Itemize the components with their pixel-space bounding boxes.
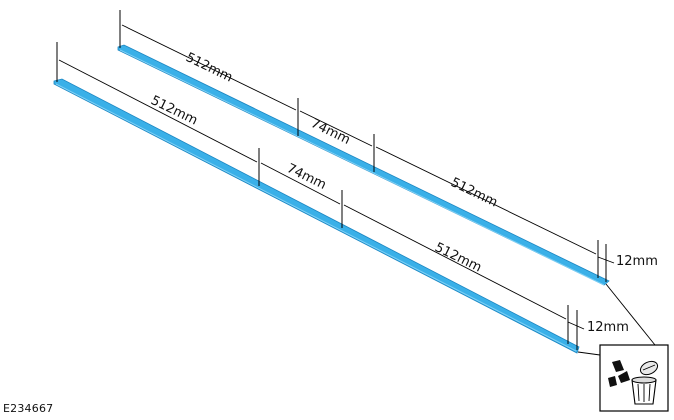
dim-line-lower-1	[58, 59, 258, 163]
dim-line-upper-1	[121, 24, 297, 111]
leader-upper	[605, 283, 656, 346]
discard-box	[599, 344, 669, 412]
dim-lower-3: 512mm	[432, 240, 484, 275]
dim-line-upper-3	[375, 146, 597, 255]
figure-id: E234667	[3, 402, 54, 415]
strip-upper-body	[117, 44, 610, 286]
dim-line-upper-2	[299, 110, 373, 147]
strip-lower: 512mm 74mm 512mm 12mm	[53, 42, 629, 354]
dim-upper-3: 512mm	[448, 175, 500, 210]
dim-line-lower-3	[343, 204, 567, 320]
leader-lower	[577, 351, 601, 356]
strip-lower-body	[53, 78, 580, 354]
dim-lower-4: 12mm	[587, 320, 629, 335]
dim-line-lower-4	[567, 321, 585, 330]
dim-lower-1: 512mm	[148, 93, 200, 128]
dim-line-lower-2	[260, 162, 341, 205]
dim-line-upper-4	[597, 256, 615, 264]
dim-lower-2: 74mm	[284, 161, 328, 193]
trash-bin-icon	[608, 360, 659, 405]
dim-upper-4: 12mm	[616, 254, 658, 269]
strip-upper: 512mm 74mm 512mm 12mm	[117, 10, 658, 286]
